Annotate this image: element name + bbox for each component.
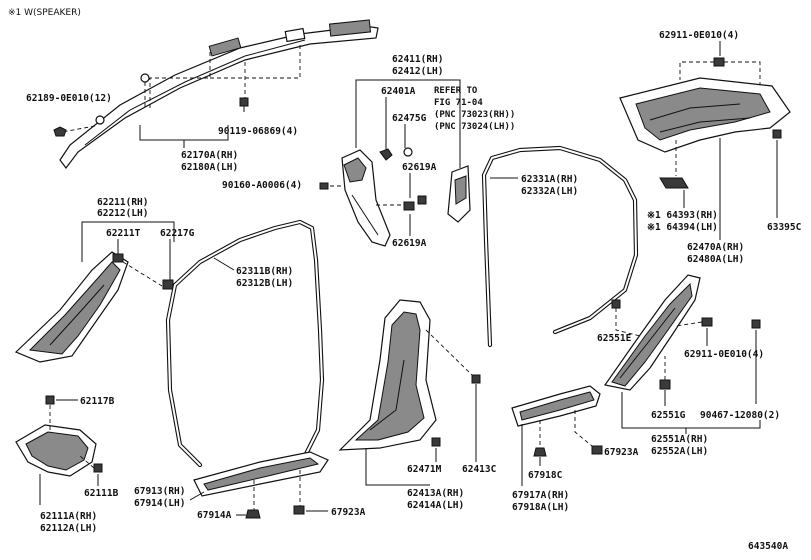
label-62211t: 62211T [106, 228, 141, 239]
label-62112a: 62112A(LH) [40, 523, 97, 534]
label-62312: 62312B(LH) [236, 278, 293, 289]
label-62180: 62180A(LH) [181, 162, 238, 173]
clip-62189 [53, 126, 67, 137]
label-67918c: 67918C [528, 470, 563, 481]
label-62551a: 62551A(RH) [651, 434, 708, 445]
roof-side-garnish [59, 19, 379, 169]
speaker-note: ※1 W(SPEAKER) [8, 8, 81, 18]
quarter-trim-upper [619, 77, 791, 153]
label-62475: 62475G [392, 113, 427, 124]
refer-to-line3: (PNC 73023(RH)) [434, 110, 515, 120]
refer-to-line4: (PNC 73024(LH)) [434, 122, 515, 132]
weatherstrip-rear [481, 145, 639, 348]
label-62170: 62170A(RH) [181, 150, 238, 161]
label-64394: ※1 64394(LH) [647, 222, 718, 233]
label-62217: 62217G [160, 228, 195, 239]
label-62111b: 62111B [84, 488, 119, 499]
label-62911-top: 62911-0E010(4) [659, 30, 739, 41]
label-62311: 62311B(RH) [236, 266, 293, 277]
quarter-trim-lower [603, 274, 701, 391]
label-64393: ※1 64393(RH) [647, 210, 718, 221]
label-90467: 90467-12080(2) [700, 410, 780, 421]
label-62619-upper: 62619A [402, 162, 437, 173]
label-90119: 90119-06869(4) [218, 126, 298, 137]
label-62470: 62470A(RH) [687, 242, 744, 253]
label-62911-mid: 62911-0E010(4) [684, 349, 764, 360]
label-67918a: 67918A(LH) [512, 502, 569, 513]
label-62552a: 62552A(LH) [651, 446, 708, 457]
label-62414a: 62414A(LH) [407, 500, 464, 511]
pillar-62411 [341, 149, 391, 247]
label-62413c: 62413C [462, 464, 497, 475]
label-62332: 62332A(LH) [521, 186, 578, 197]
label-67914a: 67914A [197, 510, 232, 521]
ref-part-73023 [447, 165, 471, 223]
label-62551e: 62551E [597, 333, 632, 344]
label-62211: 62211(RH) [97, 197, 148, 208]
label-62471: 62471M [407, 464, 442, 475]
label-62401: 62401A [381, 86, 416, 97]
label-62189: 62189-0E010(12) [26, 93, 112, 104]
cowl-side-trim [15, 424, 97, 477]
screw-90119 [239, 97, 249, 112]
refer-to-line2: FIG 71-04 [434, 98, 483, 108]
label-62411: 62411(RH) [392, 54, 443, 65]
pillar-62413 [338, 299, 437, 451]
scuff-plate-front [193, 451, 329, 497]
label-62480: 62480A(LH) [687, 254, 744, 265]
label-67923a-front: 67923A [331, 507, 366, 518]
label-62117: 62117B [80, 396, 115, 407]
label-67913: 67913(RH) [134, 486, 185, 497]
pillar-62211 [14, 251, 129, 363]
label-67917: 67917A(RH) [512, 490, 569, 501]
label-62331: 62331A(RH) [521, 174, 578, 185]
label-62111a: 62111A(RH) [40, 511, 97, 522]
label-62551g: 62551G [651, 410, 686, 421]
refer-to-line1: REFER TO [434, 86, 478, 96]
label-67923a-rear: 67923A [604, 447, 639, 458]
label-62412: 62412(LH) [392, 66, 443, 77]
clip-62475g [379, 147, 413, 161]
illustration-id: 643540A [748, 541, 788, 552]
label-90160: 90160-A0006(4) [222, 180, 302, 191]
label-67914: 67914(LH) [134, 498, 185, 509]
label-62413a: 62413A(RH) [407, 488, 464, 499]
label-63395: 63395C [767, 222, 802, 233]
scuff-plate-rear [511, 385, 601, 427]
label-62212: 62212(LH) [97, 208, 148, 219]
weatherstrip-front [165, 219, 325, 469]
label-62619-lower: 62619A [392, 238, 427, 249]
